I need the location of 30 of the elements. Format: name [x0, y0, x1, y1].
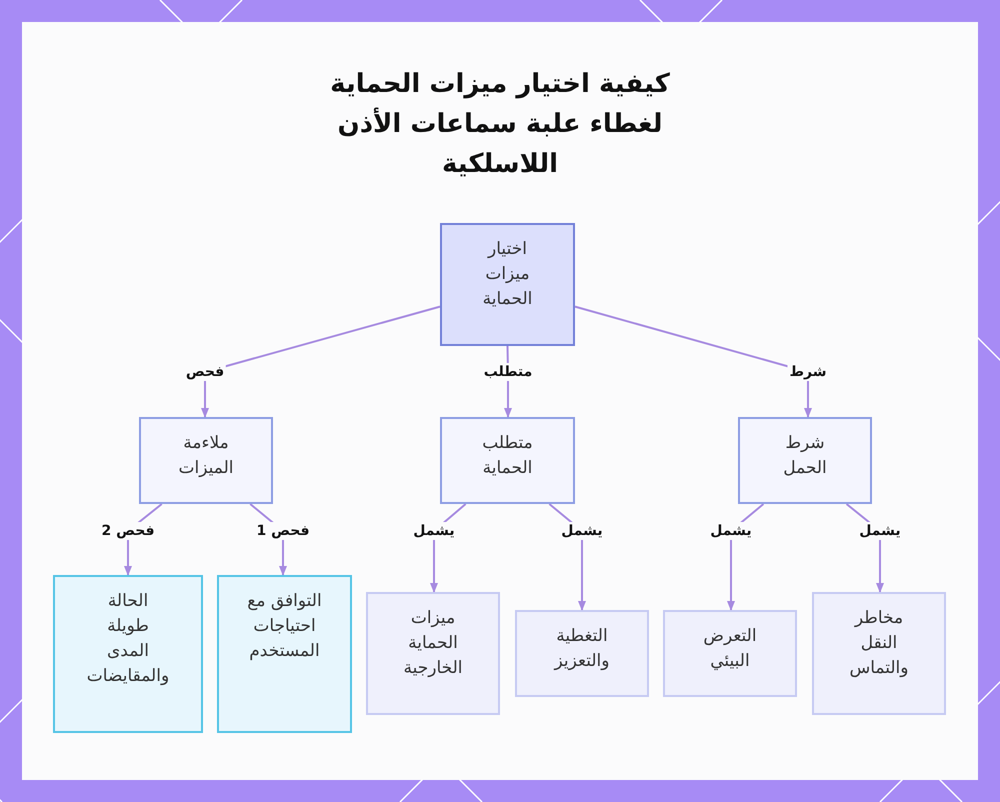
- node-text: شرط الحمل: [783, 432, 827, 480]
- node-text: التعرض البيئي: [703, 625, 757, 673]
- arrow: [201, 306, 440, 418]
- edge-label: متطلب: [482, 363, 534, 381]
- node-text: التغطية والتعزيز: [554, 625, 610, 673]
- process-box: [139, 417, 273, 504]
- node-text: ميزات الحماية الخارجية: [403, 607, 463, 680]
- node-text: مخاطر النقل والتماس: [849, 607, 908, 680]
- node-text: التوافق مع احتياجات المستخدم: [246, 590, 323, 663]
- node-text: الحالة طويلة المدى والمقايضات: [86, 590, 170, 688]
- process-box: [738, 417, 872, 504]
- process-box: [663, 610, 797, 697]
- edge-label: يشمل: [411, 522, 457, 540]
- edge-label: يشمل: [708, 522, 754, 540]
- node-text: ملاءمة الميزات: [178, 432, 234, 480]
- process-box: [515, 610, 649, 697]
- arrow: [574, 306, 812, 418]
- node-text: متطلب الحماية: [482, 432, 533, 480]
- process-box: [217, 575, 352, 733]
- edge-label: فحص: [184, 363, 226, 381]
- diagram-title: كيفية اختيار ميزات الحماية لغطاء علبة سماعات الأذن اللاسلكية: [329, 68, 671, 181]
- edge-label: يشمل: [857, 522, 903, 540]
- process-box: [366, 592, 500, 715]
- process-box: [440, 417, 575, 504]
- process-box: [440, 223, 575, 346]
- edge-label: يشمل: [559, 522, 605, 540]
- node-text: اختيار ميزات الحماية: [482, 238, 532, 311]
- process-box: [53, 575, 203, 733]
- edge-label: فحص 2: [100, 522, 156, 540]
- process-box: [812, 592, 946, 715]
